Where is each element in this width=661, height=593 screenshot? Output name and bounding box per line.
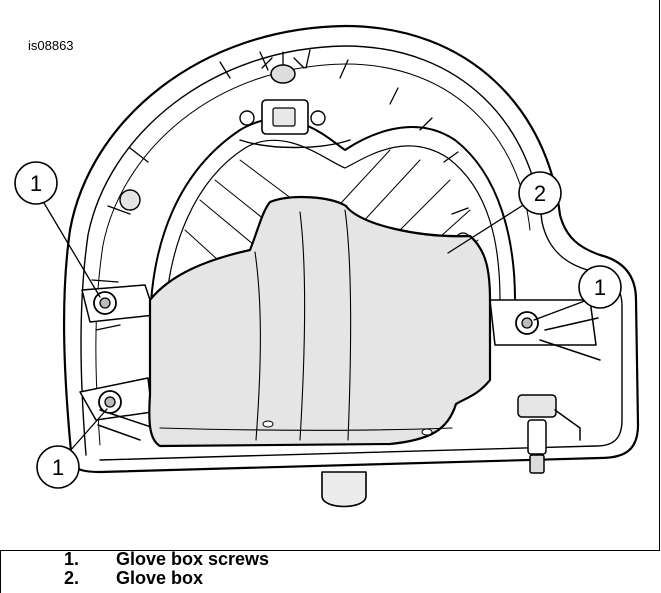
figure-id: is08863: [28, 38, 74, 53]
inner-rim: [95, 63, 531, 446]
legend-number: 1.: [64, 549, 80, 569]
glove-box-hole-2: [421, 428, 433, 436]
glove-box-hole: [262, 420, 274, 428]
top-bracket: [239, 51, 351, 149]
glove-box-illustration: 1 2 1 1: [14, 24, 640, 508]
legend-label: Glove box: [116, 568, 204, 588]
figure-frame: [0, 0, 660, 551]
screw-lower-left-icon: [98, 390, 122, 414]
callout-label: 2: [534, 181, 546, 206]
right-bracket: [489, 299, 601, 474]
inner-arch: [149, 118, 516, 331]
callout-circle: [518, 171, 562, 215]
legend: 1. Glove box screws 2. Glove box: [64, 550, 269, 588]
callout-label: 1: [30, 171, 42, 196]
legend-number: 2.: [64, 568, 80, 588]
callout-circle: [578, 265, 622, 309]
legend-item: 2. Glove box: [64, 569, 269, 588]
legend-label: Glove box screws: [116, 549, 270, 569]
bottom-knob: [321, 471, 367, 508]
callout-circle: [36, 445, 80, 489]
screw-right-icon: [515, 311, 539, 335]
screw-upper-left-icon: [93, 291, 117, 315]
callout-circle: [14, 161, 58, 205]
legend-item: 1. Glove box screws: [64, 550, 269, 569]
callout-label: 1: [52, 455, 64, 480]
legend-margin-rule: [0, 550, 1, 593]
callout-label: 1: [594, 275, 606, 300]
glove-box-body: [148, 195, 492, 448]
glove-box-edge: [159, 209, 453, 441]
inner-arch-2: [164, 139, 501, 321]
